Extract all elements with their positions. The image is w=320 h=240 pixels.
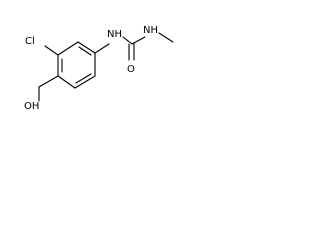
chemical-structure-diagram: Cl OH NH NH O [24, 25, 174, 112]
ring-bond [77, 41, 96, 54]
amine-label-left: NH [107, 29, 122, 40]
oxygen-label: O [127, 64, 135, 75]
structure-canvas: Cl OH NH NH O [0, 0, 198, 123]
nh-to-methyl-bond [158, 32, 174, 43]
ring-to-nh-bond [94, 43, 110, 54]
ring-to-ch2-bond [38, 75, 59, 88]
amine-label-right: NH [143, 25, 158, 36]
ring-double-bond [75, 73, 92, 84]
chlorine-label: Cl [25, 36, 35, 47]
ring-bond [57, 75, 76, 89]
ring-bond [74, 75, 96, 89]
chloro-bond [44, 45, 59, 56]
carbonyl-to-nh-bond [131, 36, 146, 45]
hydroxyl-label: OH [24, 101, 39, 112]
ring-bond [57, 41, 79, 56]
nh-to-carbonyl-bond [122, 36, 133, 45]
ring-double-bond [78, 46, 92, 56]
